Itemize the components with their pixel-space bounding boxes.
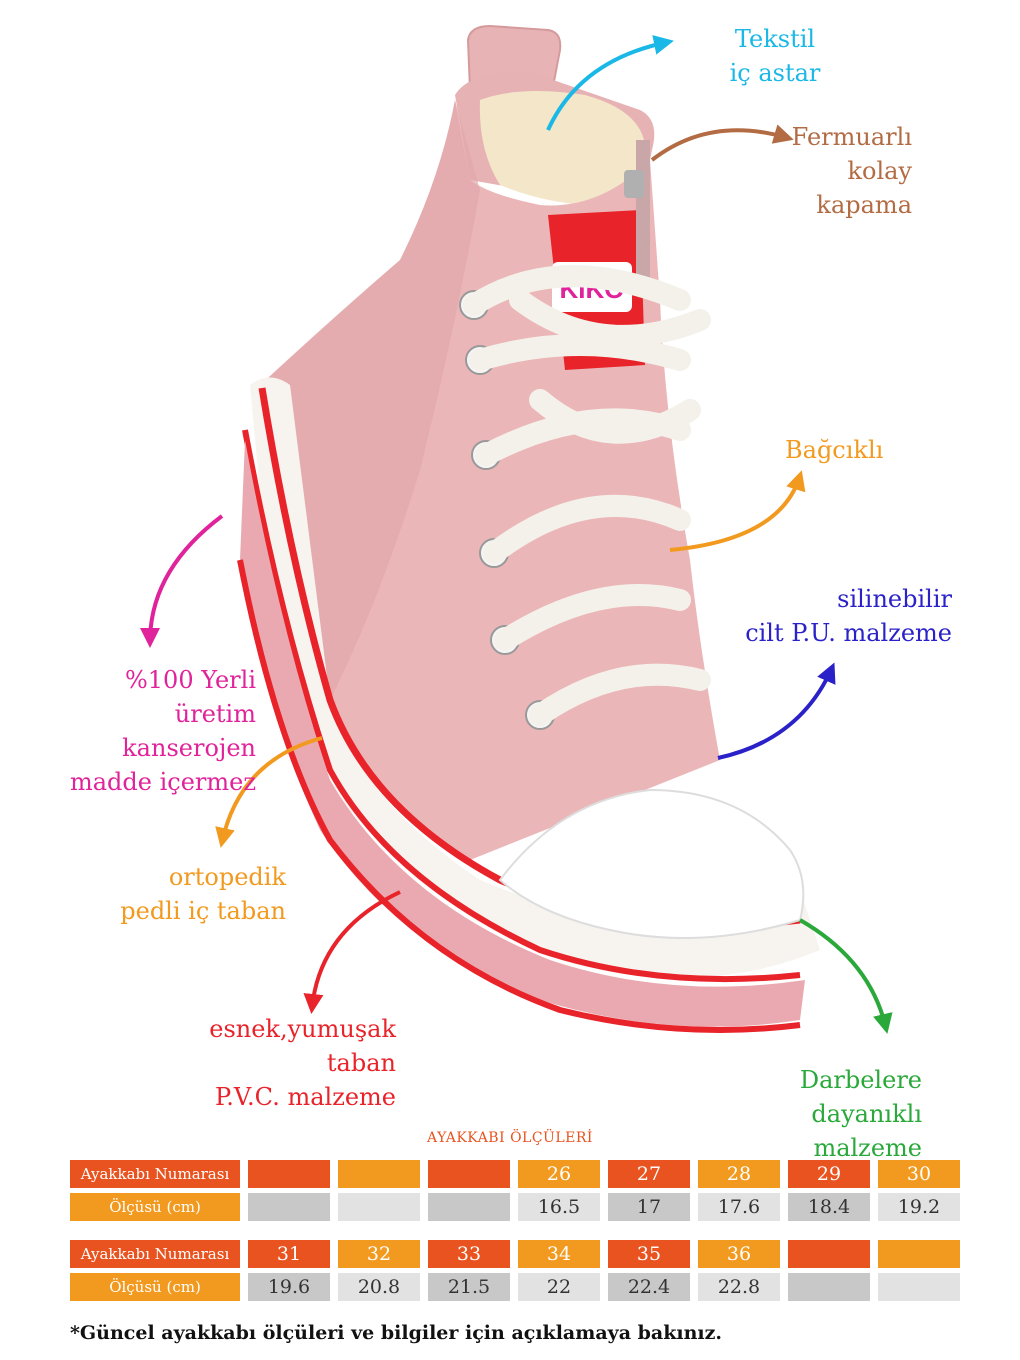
size-table-title: AYAKKABI ÖLÇÜLERİ — [427, 1130, 593, 1146]
shoe-image: KIKO — [237, 24, 820, 1033]
size-cell: 35 — [608, 1240, 690, 1268]
cm-cell — [878, 1273, 960, 1301]
label-darbe-line2: malzeme — [813, 1134, 922, 1162]
size-row-1: Ayakkabı Numarası 26 27 28 29 30 — [70, 1160, 960, 1188]
label-tekstil-line1: Tekstil — [734, 25, 816, 53]
footnote: *Güncel ayakkabı ölçüleri ve bilgiler iç… — [70, 1322, 723, 1344]
label-ortopedik: ortopedik pedli iç taban — [90, 860, 286, 928]
label-fermuar-line1: Fermuarlı — [791, 123, 912, 151]
cm-cell — [788, 1273, 870, 1301]
cm-cell — [428, 1193, 510, 1221]
label-ortopedik-line1: ortopedik — [168, 863, 286, 891]
arrow-darbe-icon — [799, 918, 893, 1034]
label-esnek-line3: P.V.C. malzeme — [215, 1083, 396, 1111]
size-cell: 30 — [878, 1160, 960, 1188]
label-esnek: esnek,yumuşak taban P.V.C. malzeme — [200, 1012, 396, 1114]
size-cell — [878, 1240, 960, 1268]
label-tekstil-line2: iç astar — [729, 59, 821, 87]
label-darbe-line1: Darbelere dayanıklı — [799, 1066, 922, 1128]
size-cell: 33 — [428, 1240, 510, 1268]
size-cell: 27 — [608, 1160, 690, 1188]
label-yerli-line1: %100 Yerli üretim — [124, 666, 256, 728]
arrow-fermuar-icon — [650, 124, 794, 162]
size-cell: 34 — [518, 1240, 600, 1268]
size-row-2: Ayakkabı Numarası 31 32 33 34 35 36 — [70, 1240, 960, 1268]
label-fermuar-line2: kolay — [847, 157, 912, 185]
label-fermuar: Fermuarlı kolay kapama — [760, 120, 912, 222]
cm-cell: 19.6 — [248, 1273, 330, 1301]
arrow-tekstil-icon — [546, 35, 674, 131]
label-cilt: silinebilir cilt P.U. malzeme — [720, 582, 952, 650]
cm-cell: 17 — [608, 1193, 690, 1221]
label-bagcikli-line1: Bağcıklı — [785, 436, 884, 464]
cm-row-2: Ölçüsü (cm) 19.6 20.8 21.5 22 22.4 22.8 — [70, 1273, 960, 1301]
label-bagcikli: Bağcıklı — [785, 433, 925, 467]
cm-cell — [248, 1193, 330, 1221]
cm-cell: 18.4 — [788, 1193, 870, 1221]
label-cilt-line1: silinebilir — [837, 585, 952, 613]
cm-row-1: Ölçüsü (cm) 16.5 17 17.6 18.4 19.2 — [70, 1193, 960, 1221]
size-cell: 31 — [248, 1240, 330, 1268]
cm-cell: 16.5 — [518, 1193, 600, 1221]
label-esnek-line1: esnek,yumuşak — [209, 1015, 396, 1043]
cm-cell: 19.2 — [878, 1193, 960, 1221]
size-cell — [338, 1160, 420, 1188]
arrow-esnek-icon — [303, 890, 401, 1014]
label-cilt-line2: cilt P.U. malzeme — [745, 619, 952, 647]
arrow-bagcik-icon — [669, 470, 806, 552]
label-yerli-line3: madde içermez — [69, 768, 256, 796]
size-cell — [248, 1160, 330, 1188]
cm-cell: 22.4 — [608, 1273, 690, 1301]
arrow-yerli-icon — [140, 514, 224, 648]
cm-cell: 20.8 — [338, 1273, 420, 1301]
label-fermuar-line3: kapama — [816, 191, 912, 219]
label-tekstil: Tekstil iç astar — [700, 22, 850, 90]
row-label-cm: Ölçüsü (cm) — [70, 1193, 240, 1221]
row-label-cm: Ölçüsü (cm) — [70, 1273, 240, 1301]
size-cell — [788, 1240, 870, 1268]
cm-cell: 21.5 — [428, 1273, 510, 1301]
size-cell: 29 — [788, 1160, 870, 1188]
cm-cell: 17.6 — [698, 1193, 780, 1221]
label-yerli: %100 Yerli üretim kanserojen madde içerm… — [40, 663, 256, 799]
arrow-cilt-icon — [717, 662, 836, 760]
row-label-size: Ayakkabı Numarası — [70, 1160, 240, 1188]
row-label-size: Ayakkabı Numarası — [70, 1240, 240, 1268]
arrow-ortopedik-icon — [215, 736, 323, 848]
label-ortopedik-line2: pedli iç taban — [120, 897, 286, 925]
size-cell: 26 — [518, 1160, 600, 1188]
size-cell: 28 — [698, 1160, 780, 1188]
cm-cell — [338, 1193, 420, 1221]
size-cell: 36 — [698, 1240, 780, 1268]
size-cell — [428, 1160, 510, 1188]
cm-cell: 22.8 — [698, 1273, 780, 1301]
label-darbe: Darbelere dayanıklı malzeme — [690, 1063, 922, 1165]
size-cell: 32 — [338, 1240, 420, 1268]
label-yerli-line2: kanserojen — [122, 734, 256, 762]
label-esnek-line2: taban — [326, 1049, 396, 1077]
cm-cell: 22 — [518, 1273, 600, 1301]
